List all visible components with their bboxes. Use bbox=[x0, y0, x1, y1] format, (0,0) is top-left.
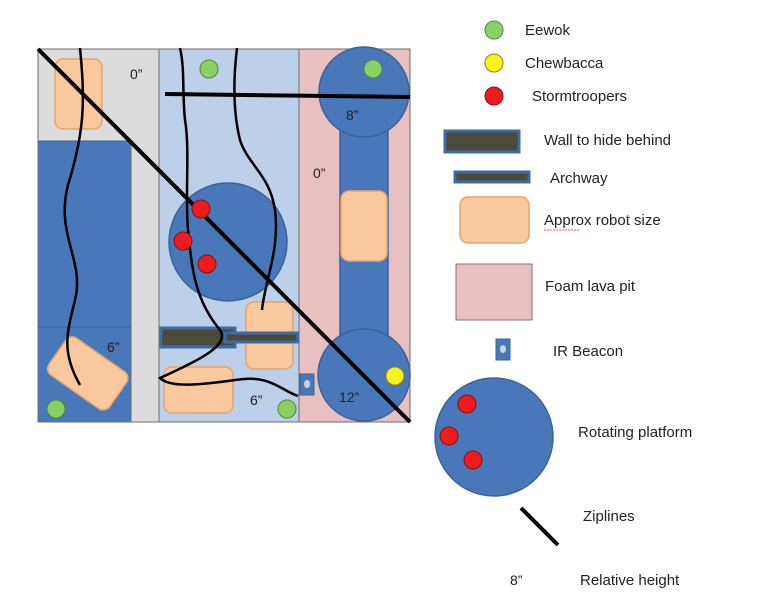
legend-chewbacca-swatch bbox=[484, 53, 504, 73]
robot-box-top-left bbox=[54, 58, 103, 130]
legend-chewbacca-label: Chewbacca bbox=[525, 55, 604, 72]
archway bbox=[223, 331, 300, 344]
chewbacca-marker bbox=[385, 366, 405, 386]
legend-platform-stormtrooper bbox=[457, 394, 477, 414]
robot-box-center-bottom bbox=[163, 366, 234, 414]
robot-box-tower bbox=[340, 190, 388, 262]
legend-height-label: Relative height bbox=[580, 572, 680, 589]
legend-stormtrooper-swatch bbox=[484, 86, 504, 106]
ewok-marker bbox=[277, 399, 297, 419]
legend-beacon-label: IR Beacon bbox=[553, 343, 623, 360]
legend-lava-swatch bbox=[455, 263, 533, 321]
legend-platform-stormtrooper bbox=[463, 450, 483, 470]
legend-ewok-swatch bbox=[484, 20, 504, 40]
height-label-tower-bottom: 12” bbox=[339, 389, 360, 405]
cable-center-left bbox=[157, 47, 299, 398]
ir-beacon-lens bbox=[304, 380, 310, 388]
height-label-tower-top: 8” bbox=[346, 107, 359, 123]
height-label-lava: 0” bbox=[313, 165, 326, 181]
legend-stormtroopers-label: Stormtroopers bbox=[532, 88, 627, 105]
legend-wall-swatch bbox=[443, 129, 521, 154]
field-border bbox=[37, 48, 411, 423]
legend-robot-swatch bbox=[459, 196, 530, 244]
legend-platform-label: Rotating platform bbox=[578, 424, 692, 441]
legend-height-sample: 8” bbox=[510, 572, 523, 588]
cable-center-right bbox=[233, 47, 278, 311]
legend-platform-stormtrooper bbox=[439, 426, 459, 446]
legend-ewok-label: Eewok bbox=[525, 22, 571, 39]
tower-top-platform bbox=[318, 46, 410, 138]
legend-wall-label: Wall to hide behind bbox=[544, 132, 671, 149]
cable-left bbox=[63, 47, 85, 386]
legend-ziplines-label: Ziplines bbox=[583, 508, 635, 525]
height-label-gray-top: 0” bbox=[130, 66, 143, 82]
legend-zipline-swatch bbox=[519, 506, 560, 547]
stormtrooper-marker bbox=[173, 231, 193, 251]
legend-robot-label: Approx robot size bbox=[544, 212, 661, 229]
legend-archway-swatch bbox=[453, 170, 531, 184]
zipline-diagonal bbox=[36, 47, 412, 424]
zipline-horizontal bbox=[164, 92, 411, 99]
field-map: 0” 0” 8” 6” 6” 12” bbox=[36, 46, 412, 424]
stormtrooper-marker bbox=[197, 254, 217, 274]
ewok-marker bbox=[363, 59, 383, 79]
height-label-left-bottom: 6” bbox=[107, 339, 120, 355]
ewok-marker bbox=[199, 59, 219, 79]
legend: Eewok Chewbacca Stormtroopers Wall to hi… bbox=[434, 20, 692, 589]
legend-archway-label: Archway bbox=[550, 170, 608, 187]
legend-lava-label: Foam lava pit bbox=[545, 278, 636, 295]
legend-beacon-lens bbox=[500, 345, 506, 353]
height-label-center-bottom: 6” bbox=[250, 392, 263, 408]
ewok-marker bbox=[46, 399, 66, 419]
stormtrooper-marker bbox=[191, 199, 211, 219]
